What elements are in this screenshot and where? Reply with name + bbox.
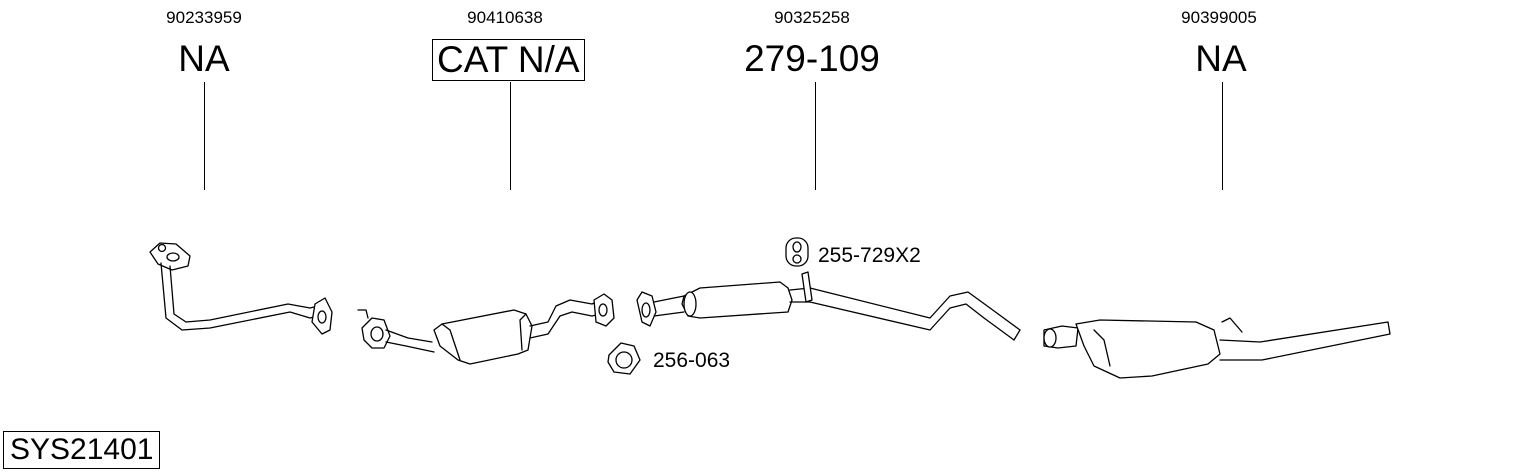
- rubber-hanger-icon: [785, 237, 809, 267]
- part-number-3[interactable]: 279-109: [744, 38, 880, 79]
- oem-number-4: 90399005: [1181, 8, 1257, 27]
- oem-number-3: 90325258: [774, 8, 850, 27]
- leader-line-1: [204, 82, 205, 190]
- catalytic-converter-drawing: [357, 293, 615, 365]
- rear-silencer-drawing: [1043, 317, 1391, 379]
- hanger-part-label[interactable]: 255-729X2: [818, 244, 921, 267]
- part-number-2[interactable]: CAT N/A: [432, 39, 585, 81]
- part-number-4[interactable]: NA: [1195, 38, 1247, 79]
- leader-line-2: [510, 82, 511, 190]
- oem-number-1: 90233959: [166, 8, 242, 27]
- part-number-1[interactable]: NA: [178, 38, 230, 79]
- front-pipe-drawing: [149, 242, 333, 335]
- middle-silencer-drawing: [636, 271, 1021, 341]
- gasket-icon: [607, 342, 641, 375]
- system-code: SYS21401: [3, 431, 161, 469]
- oem-number-2: 90410638: [467, 8, 543, 27]
- gasket-part-label[interactable]: 256-063: [653, 349, 731, 372]
- leader-line-3: [815, 82, 816, 190]
- leader-line-4: [1222, 82, 1223, 190]
